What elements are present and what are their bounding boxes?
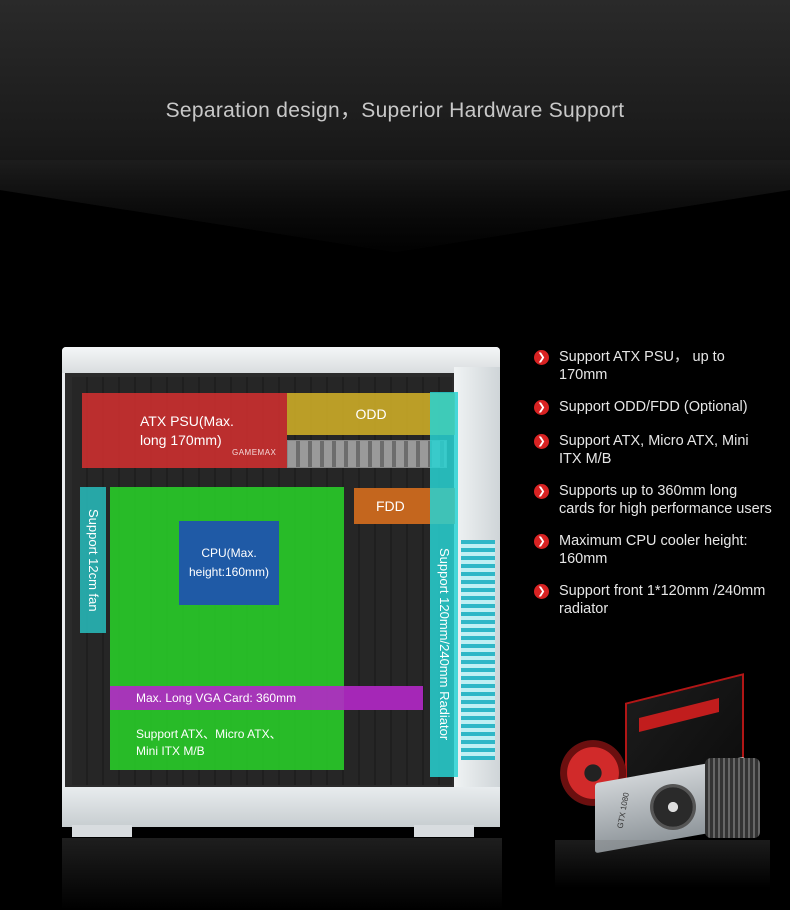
cpu-zone-label: CPU(Max. height:160mm): [188, 545, 270, 579]
feature-item: ❯ Maximum CPU cooler height: 160mm: [534, 532, 774, 568]
feature-item: ❯ Support front 1*120mm /240mm radiator: [534, 582, 774, 618]
feature-text: Support ODD/FDD (Optional): [559, 399, 748, 415]
psu-brand-text: GAMEMAX: [232, 448, 277, 457]
chevron-right-icon: ❯: [534, 534, 549, 549]
feature-text: Support ATX PSU， up to 170mm: [559, 349, 725, 383]
feature-item: ❯ Support ATX, Micro ATX, Mini ITX M/B: [534, 432, 774, 468]
case-foot-left: [72, 825, 132, 837]
feature-text: Supports up to 360mm long cards for high…: [559, 483, 772, 517]
fdd-zone-label: FDD: [376, 497, 405, 514]
hardware-products-image: GTX 1080: [555, 673, 770, 888]
header-banner: [0, 0, 790, 252]
motherboard-zone-label: Support ATX、Micro ATX、Mini ITX M/B: [136, 726, 296, 760]
feature-text: Maximum CPU cooler height: 160mm: [559, 533, 748, 567]
psu-zone: ATX PSU(Max. long 170mm): [82, 393, 287, 468]
chevron-right-icon: ❯: [534, 434, 549, 449]
case-top-panel: [62, 347, 500, 373]
case-foot-right: [414, 825, 474, 837]
odd-zone-label: ODD: [355, 405, 387, 422]
products-reflection: [555, 840, 770, 888]
radiator-zone: Support 120mm/240mm Radiator: [430, 392, 458, 777]
case-bottom-panel: [62, 787, 500, 827]
case-reflection: [62, 838, 502, 910]
page-title: Separation design，Superior Hardware Supp…: [165, 99, 625, 122]
vga-zone-label: Max. Long VGA Card: 360mm: [136, 690, 297, 705]
feature-list: ❯ Support ATX PSU， up to 170mm ❯ Support…: [534, 348, 774, 618]
chevron-right-icon: ❯: [534, 484, 549, 499]
chevron-right-icon: ❯: [534, 400, 549, 415]
feature-item: ❯ Support ODD/FDD (Optional): [534, 398, 774, 416]
chevron-right-icon: ❯: [534, 584, 549, 599]
feature-item: ❯ Supports up to 360mm long cards for hi…: [534, 482, 774, 518]
fan-zone: Support 12cm fan: [80, 487, 106, 633]
fan-zone-label: Support 12cm fan: [85, 508, 101, 612]
gpu-fan: [650, 784, 696, 830]
odd-zone: ODD: [287, 393, 455, 435]
cpu-zone: CPU(Max. height:160mm): [179, 521, 279, 605]
radiator-zone-label: Support 120mm/240mm Radiator: [436, 548, 452, 741]
cpu-cooler-image: [705, 758, 760, 838]
front-vent-grill: [461, 540, 495, 760]
feature-text: Support ATX, Micro ATX, Mini ITX M/B: [559, 433, 749, 467]
mb-label-text: Support ATX、Micro ATX、Mini ITX M/B: [136, 727, 282, 758]
vga-zone: Max. Long VGA Card: 360mm: [110, 686, 423, 710]
drive-bay-grill: [287, 440, 447, 468]
feature-item: ❯ Support ATX PSU， up to 170mm: [534, 348, 774, 384]
psu-zone-label: ATX PSU(Max. long 170mm): [140, 412, 234, 448]
feature-text: Support front 1*120mm /240mm radiator: [559, 583, 766, 617]
chevron-right-icon: ❯: [534, 350, 549, 365]
